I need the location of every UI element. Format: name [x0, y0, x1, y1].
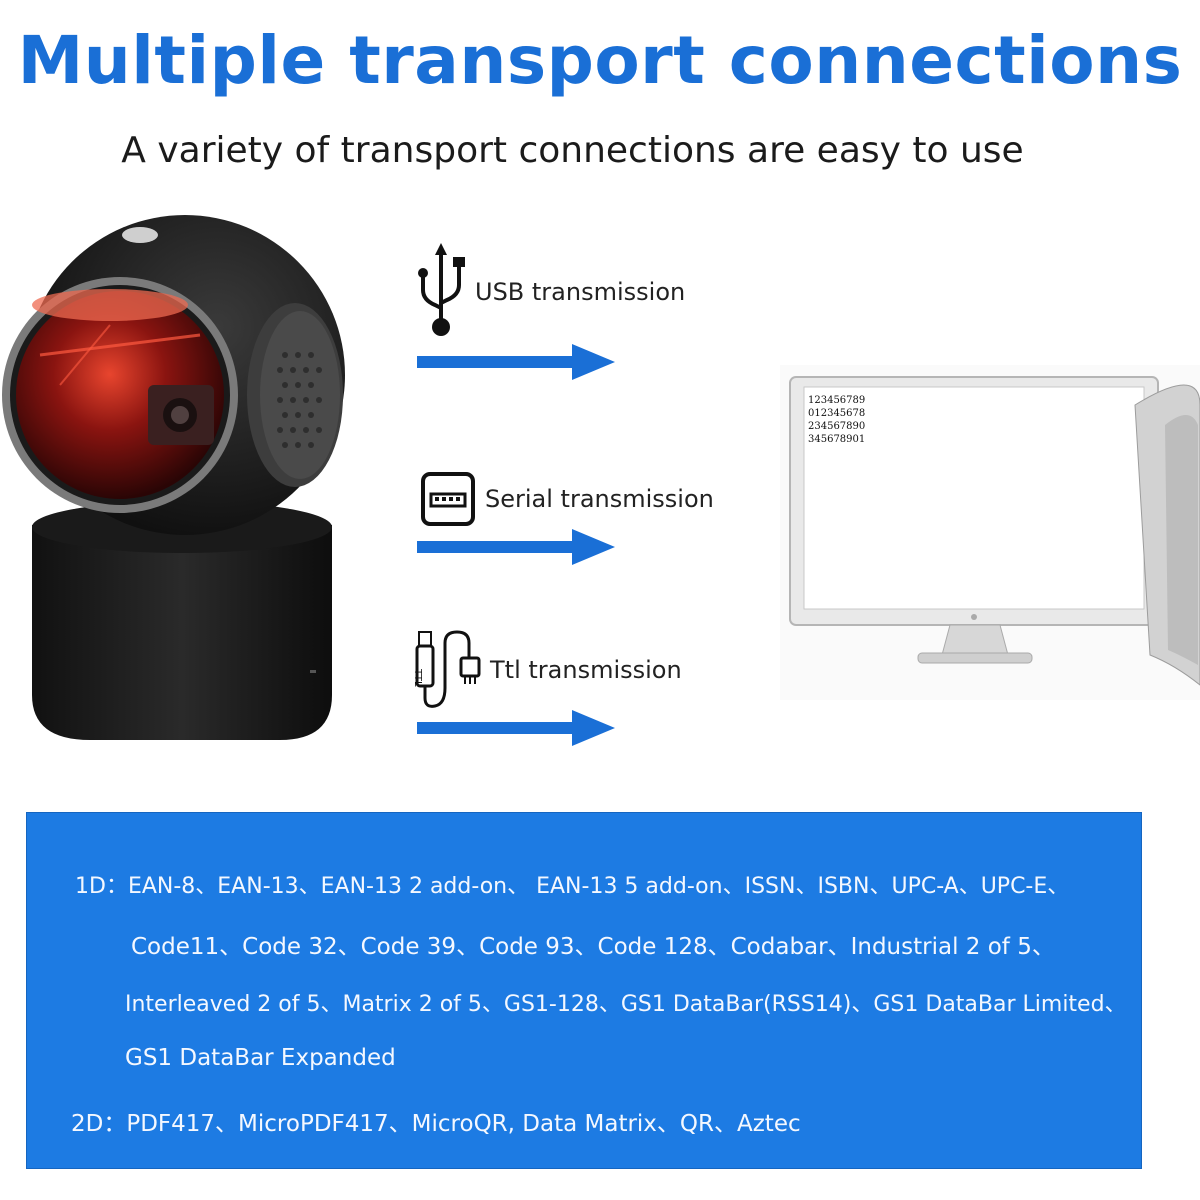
codes-line-1d-3: Interleaved 2 of 5、Matrix 2 of 5、GS1-128…	[125, 992, 1127, 1017]
codes-line-1d: 1D：EAN-8、EAN-13、EAN-13 2 add-on、 EAN-13 …	[75, 874, 1070, 899]
screen-line-2: 012345678	[808, 408, 866, 419]
ttl-transport-label: Ttl transmission	[490, 656, 682, 684]
ttl-arrow-icon	[417, 710, 615, 746]
screen-line-3: 234567890	[808, 421, 866, 432]
usb-transport: USB transmission	[415, 230, 735, 380]
usb-transport-label: USB transmission	[475, 278, 686, 306]
serial-transport-label: Serial transmission	[485, 485, 714, 513]
screen-line-4: 345678901	[808, 434, 866, 445]
screen-line-1: 123456789	[808, 395, 866, 406]
ttl-transport: TTL Ttl transmission	[415, 628, 735, 748]
monitor-image	[780, 365, 1200, 700]
usb-arrow-icon	[417, 344, 615, 380]
page-subtitle: A variety of transport connections are e…	[121, 130, 1024, 171]
computer-monitor-icon	[789, 376, 1200, 686]
page-title: Multiple transport connections	[17, 22, 1183, 99]
serial-port-icon	[421, 472, 475, 526]
svg-text:TTL: TTL	[415, 668, 423, 687]
codes-line-1d-2: Code11、Code 32、Code 39、Code 93、Code 128、…	[131, 934, 1055, 960]
serial-arrow-icon	[417, 529, 615, 565]
ttl-cable-icon: TTL	[415, 630, 481, 708]
codes-line-1d-4: GS1 DataBar Expanded	[125, 1045, 396, 1071]
usb-icon	[418, 243, 465, 336]
serial-transport: Serial transmission	[415, 470, 735, 590]
barcode-scanner-image	[2, 215, 345, 740]
codes-line-2d: 2D：PDF417、MicroPDF417、MicroQR, Data Matr…	[71, 1111, 801, 1137]
supported-codes-panel: 1D：EAN-8、EAN-13、EAN-13 2 add-on、 EAN-13 …	[26, 812, 1142, 1169]
